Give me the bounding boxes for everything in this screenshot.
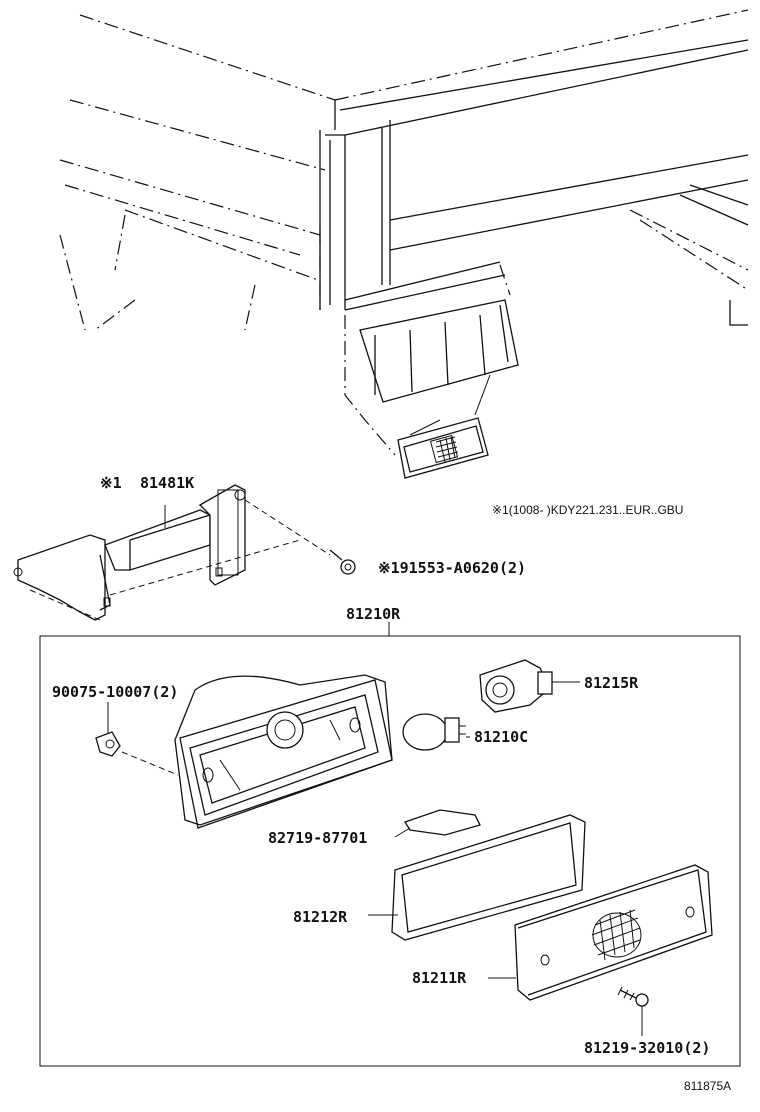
lens-81211r: [488, 864, 713, 1001]
socket-81215r: [479, 659, 580, 713]
figure-id: 811875A: [684, 1079, 731, 1093]
lamp-housing: [121, 674, 393, 829]
label-81215r: 81215R: [584, 674, 639, 692]
label-81210c: 81210C: [474, 728, 528, 746]
truck-body-outline: [59, 9, 749, 331]
label-81212r: 81212R: [293, 908, 348, 926]
clip-nut-90075: [95, 702, 121, 757]
screw-91553: [329, 549, 356, 575]
label-91553: ※191553-A0620(2): [378, 559, 526, 577]
bulb-81210c: [402, 713, 470, 751]
label-81481k: 81481K: [140, 474, 194, 492]
label-82719: 82719-87701: [268, 829, 367, 847]
bracket-81481k: [13, 484, 331, 621]
label-81481k-mark: ※1: [100, 474, 122, 492]
label-90075: 90075-10007(2): [52, 683, 178, 701]
note-applicability: ※1(1008- )KDY221.231..EUR..GBU: [492, 503, 683, 517]
assembly-box-81210r: [39, 635, 741, 1067]
label-81210r: 81210R: [346, 605, 401, 623]
label-81211r: 81211R: [412, 969, 467, 987]
mounted-rear-lamp: [344, 299, 519, 479]
gasket-82719: [394, 809, 481, 838]
lens-grid: [591, 909, 642, 961]
label-81219: 81219-32010(2): [584, 1039, 710, 1057]
screw-81219: [617, 986, 649, 1036]
gasket-81212r: [368, 814, 586, 941]
